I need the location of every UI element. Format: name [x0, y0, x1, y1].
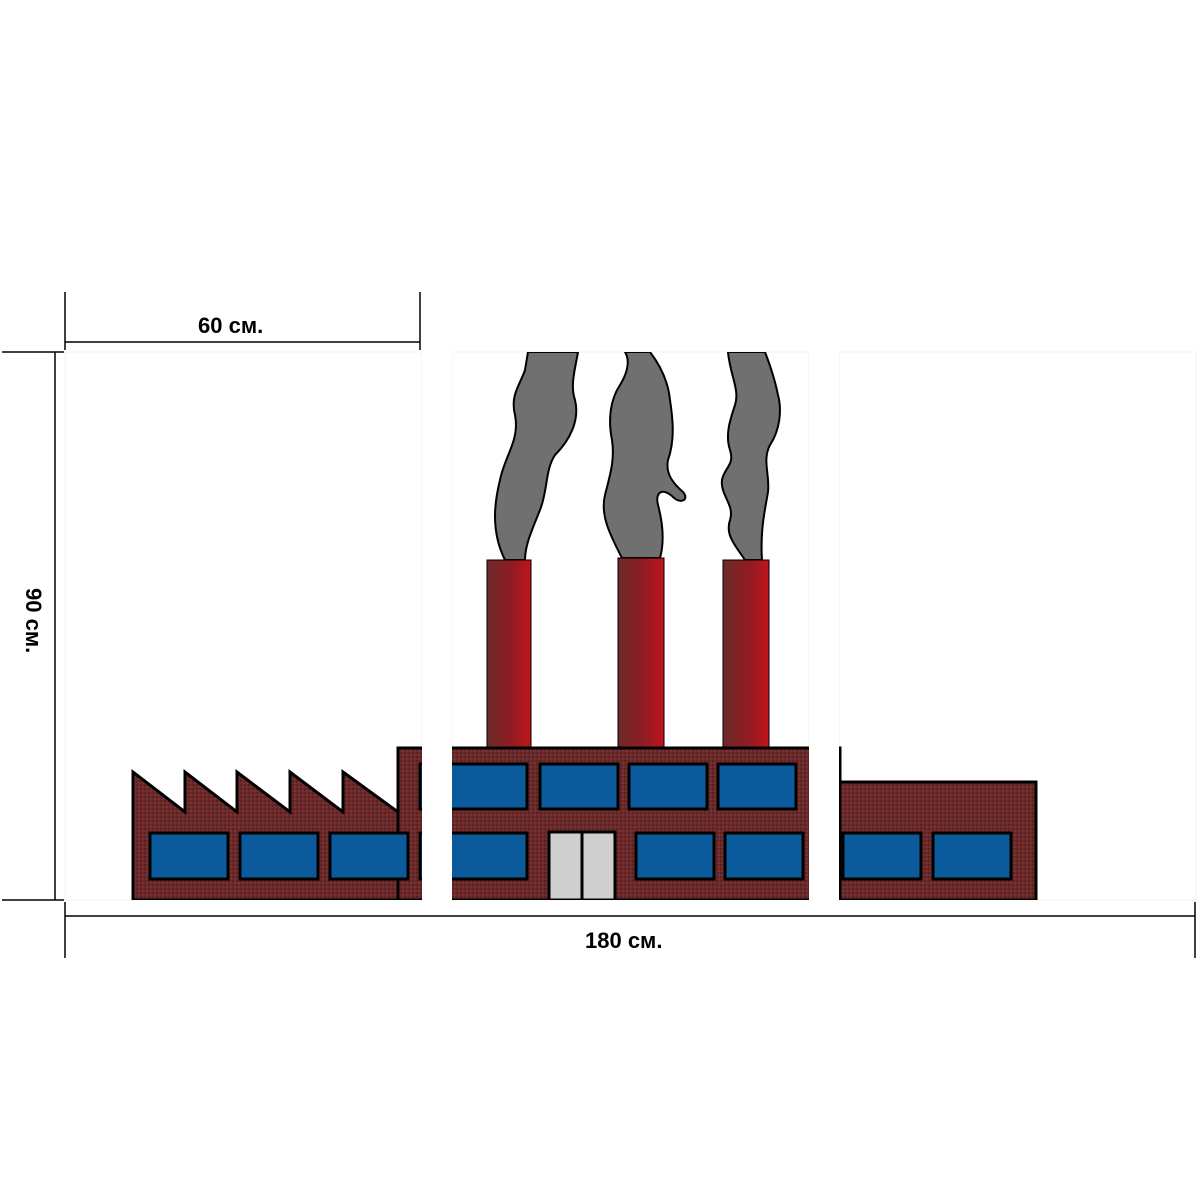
smoke-plume-right	[720, 352, 781, 561]
window	[841, 831, 923, 881]
window	[627, 762, 709, 811]
smoke-plume-middle	[602, 352, 687, 559]
chimney-middle	[617, 557, 665, 751]
smoke-plumes	[494, 352, 781, 561]
gap-right	[809, 352, 839, 900]
window	[538, 762, 620, 811]
window	[148, 831, 230, 881]
dimension-lines	[2, 292, 1196, 958]
total-width-label: 180 см.	[585, 928, 663, 953]
window	[723, 831, 805, 881]
door-left-leaf	[547, 830, 584, 900]
window	[931, 831, 1013, 881]
chimney-left	[486, 559, 532, 751]
window	[716, 762, 798, 811]
panel-width-label: 60 см.	[198, 313, 264, 338]
chimney-right	[722, 559, 770, 751]
height-label: 90 см.	[21, 588, 46, 654]
gap-left	[422, 352, 452, 900]
panel-gaps	[422, 352, 839, 900]
door	[547, 830, 617, 900]
chimneys	[486, 557, 770, 751]
factory-illustration	[131, 352, 1038, 900]
window	[238, 831, 320, 881]
door-right-leaf	[580, 830, 617, 900]
smoke-plume-left	[494, 352, 580, 561]
window	[328, 831, 410, 881]
window	[634, 831, 716, 881]
